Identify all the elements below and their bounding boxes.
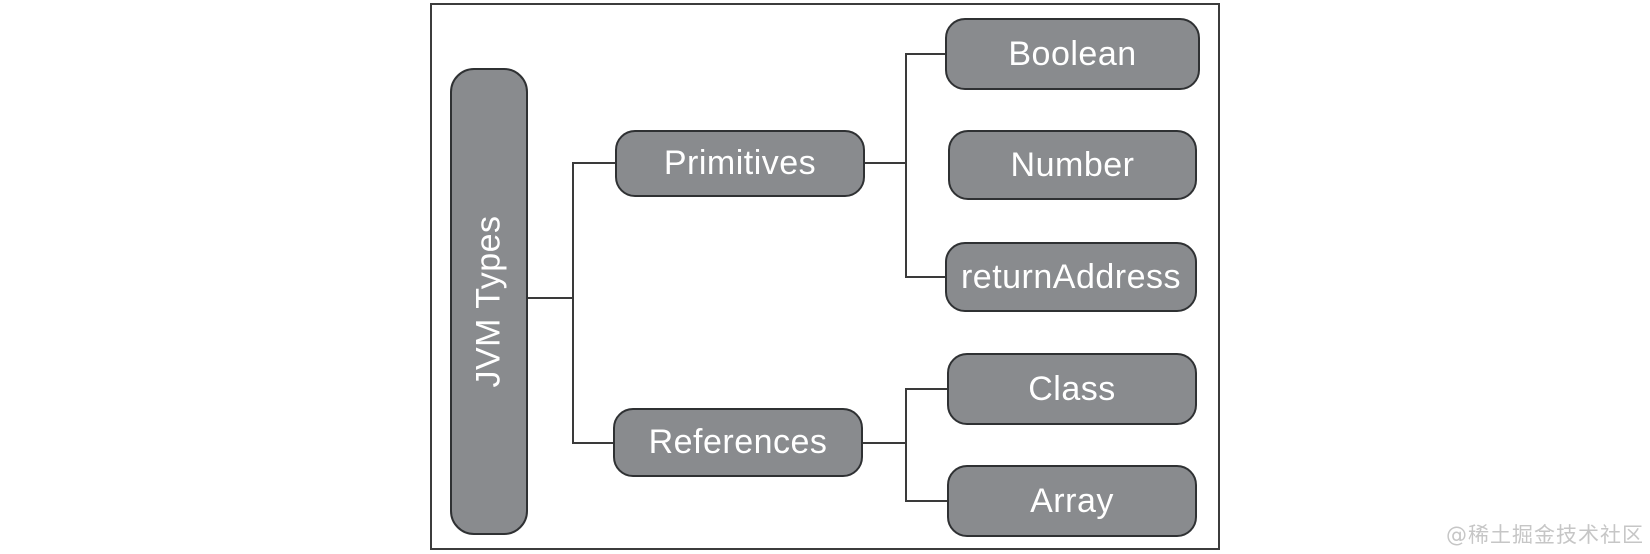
- connector-references-out: [863, 442, 905, 444]
- node-number: Number: [948, 130, 1197, 200]
- node-number-label: Number: [1010, 145, 1135, 184]
- watermark-text: @稀土掘金技术社区: [1446, 523, 1644, 547]
- node-class: Class: [947, 353, 1197, 425]
- node-return-address-label: returnAddress: [960, 257, 1182, 296]
- node-array: Array: [947, 465, 1197, 537]
- diagram-frame: [430, 3, 1220, 550]
- node-boolean-label: Boolean: [1008, 34, 1137, 73]
- connector-left-trunk: [572, 162, 574, 444]
- connector-to-class: [907, 388, 947, 390]
- node-references-label: References: [648, 423, 828, 461]
- connector-to-return-address: [907, 276, 945, 278]
- node-primitives-label: Primitives: [663, 144, 817, 182]
- node-references: References: [613, 408, 863, 477]
- node-primitives: Primitives: [615, 130, 865, 197]
- connector-to-boolean: [907, 53, 945, 55]
- connector-root-out: [528, 297, 574, 299]
- connector-references-trunk: [905, 388, 907, 502]
- node-array-label: Array: [1030, 481, 1114, 520]
- node-boolean: Boolean: [945, 18, 1200, 90]
- node-class-label: Class: [1028, 369, 1116, 408]
- node-jvm-types-label: JVM Types: [469, 215, 508, 388]
- connector-to-references: [574, 442, 613, 444]
- connector-primitives-out: [865, 162, 905, 164]
- connector-primitives-trunk: [905, 53, 907, 278]
- node-jvm-types: JVM Types: [450, 68, 528, 535]
- node-return-address: returnAddress: [945, 242, 1197, 312]
- connector-to-array: [907, 500, 947, 502]
- connector-to-primitives: [574, 162, 615, 164]
